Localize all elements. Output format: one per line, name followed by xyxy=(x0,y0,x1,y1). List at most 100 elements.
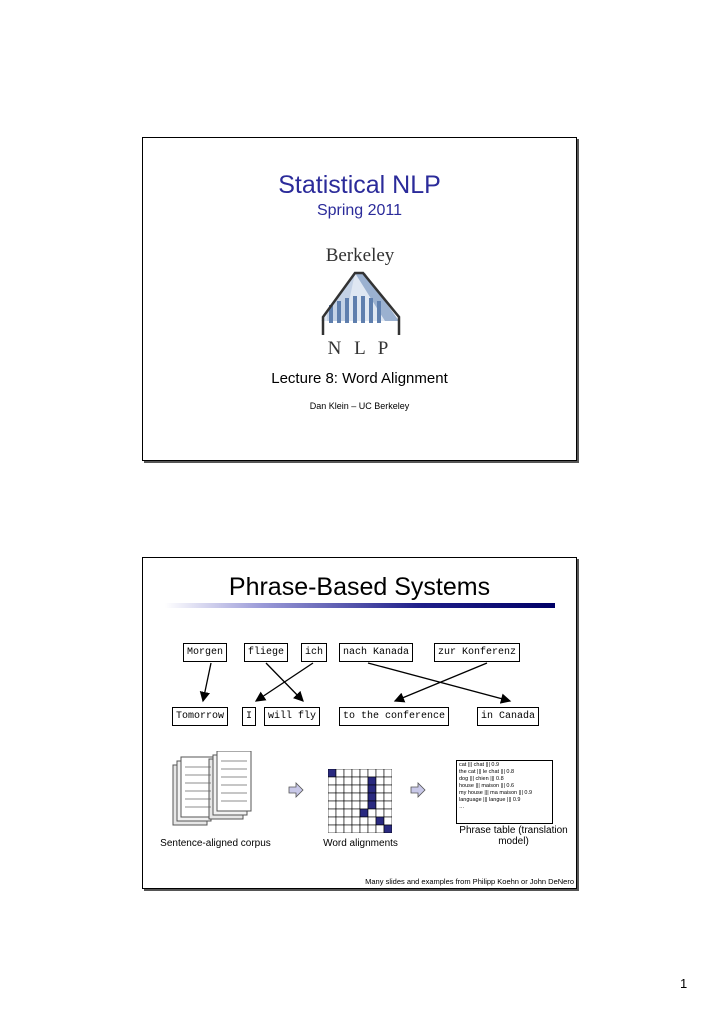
caption-word-alignments: Word alignments xyxy=(323,838,398,849)
alignment-cell xyxy=(367,824,377,833)
alignment-cell xyxy=(328,784,337,794)
source-word-zur-konferenz: zur Konferenz xyxy=(434,643,521,662)
alignment-cell xyxy=(343,776,353,786)
logo-text-top: Berkeley xyxy=(326,245,395,266)
caption-corpus: Sentence-aligned corpus xyxy=(160,838,271,849)
alignment-cell xyxy=(367,792,377,802)
alignment-cell xyxy=(328,808,337,818)
alignment-cell xyxy=(343,800,353,810)
alignment-cell xyxy=(359,769,369,778)
author-line: Dan Klein – UC Berkeley xyxy=(309,401,410,411)
alignment-cell xyxy=(351,800,361,810)
alignment-cell xyxy=(367,769,377,778)
alignment-cell xyxy=(343,808,353,818)
alignment-cell xyxy=(375,769,385,778)
alignment-cell xyxy=(351,792,361,802)
phrase-table-box: cat ||| chat ||| 0.9 the cat ||| le chat… xyxy=(456,760,553,824)
alignment-cell xyxy=(375,808,385,818)
title-slide: Statistical NLP Spring 2011 Berkeley N L… xyxy=(142,137,577,461)
alignment-cell xyxy=(383,776,392,786)
phrase-table-row: cat ||| chat ||| 0.9 xyxy=(459,762,500,768)
credit-line: Many slides and examples from Philipp Ko… xyxy=(365,877,574,886)
alignment-cell xyxy=(335,776,345,786)
page-number: 1 xyxy=(680,976,688,991)
slide-subtitle: Spring 2011 xyxy=(316,202,403,219)
alignment-cell xyxy=(351,769,361,778)
alignment-cell xyxy=(359,816,369,826)
phrase-table-row: dog ||| chien ||| 0.8 xyxy=(459,776,504,782)
target-word-i: I xyxy=(242,707,257,726)
slide-title: Statistical NLP xyxy=(278,171,441,199)
target-word-to-the-conference: to the conference xyxy=(339,707,450,726)
alignment-cell xyxy=(328,769,337,778)
alignment-cell xyxy=(335,784,345,794)
alignment-cell xyxy=(359,808,369,818)
alignment-cell xyxy=(367,784,377,794)
alignment-cell xyxy=(359,824,369,833)
alignment-cell xyxy=(351,808,361,818)
alignment-cell xyxy=(359,784,369,794)
title-underline-bar xyxy=(165,603,555,608)
alignment-cell xyxy=(375,784,385,794)
alignment-cell xyxy=(367,800,377,810)
target-word-tomorrow: Tomorrow xyxy=(172,707,229,726)
arrow-zurkonferenz-conference xyxy=(393,662,488,703)
alignment-cell xyxy=(328,816,337,826)
alignment-arrows xyxy=(199,662,512,704)
phrase-table-row: the cat ||| le chat ||| 0.8 xyxy=(459,769,515,775)
caption-phrase-table: Phrase table (translation model) xyxy=(459,825,568,847)
berkeley-nlp-logo: Berkeley N L P xyxy=(321,245,401,358)
arrow-morgen-tomorrow xyxy=(199,662,212,703)
alignment-cell xyxy=(359,800,369,810)
source-word-ich: ich xyxy=(301,643,328,662)
lecture-title: Lecture 8: Word Alignment xyxy=(271,370,448,387)
alignment-cell xyxy=(351,784,361,794)
alignment-cell xyxy=(383,769,392,778)
alignment-cell xyxy=(359,776,369,786)
target-word-in-canada: in Canada xyxy=(477,707,540,726)
alignment-cell xyxy=(328,824,337,833)
phrase-table-row: my house ||| ma maison ||| 0.9 xyxy=(459,790,533,796)
alignment-cell xyxy=(335,816,345,826)
alignment-cell xyxy=(383,800,392,810)
right-arrow-icon xyxy=(288,782,304,798)
alignment-cell xyxy=(367,808,377,818)
alignment-cell xyxy=(335,769,345,778)
alignment-cell xyxy=(375,824,385,833)
alignment-cell xyxy=(335,824,345,833)
alignment-cell xyxy=(367,816,377,826)
alignment-cell xyxy=(383,808,392,818)
alignment-cell xyxy=(343,769,353,778)
phrase-based-slide: Phrase-Based Systems Morgen fliege ich n… xyxy=(142,557,577,889)
target-word-will-fly: will fly xyxy=(264,707,321,726)
source-word-nach-kanada: nach Kanada xyxy=(339,643,414,662)
alignment-cell xyxy=(351,824,361,833)
slide-title: Phrase-Based Systems xyxy=(228,573,491,601)
phrase-table-row: … xyxy=(459,804,465,810)
alignment-cell xyxy=(383,824,392,833)
alignment-cell xyxy=(328,800,337,810)
alignment-cell xyxy=(328,776,337,786)
alignment-cell xyxy=(359,792,369,802)
alignment-cell xyxy=(383,792,392,802)
alignment-cell xyxy=(383,816,392,826)
alignment-cell xyxy=(343,784,353,794)
source-word-fliege: fliege xyxy=(244,643,289,662)
alignment-cell xyxy=(367,776,377,786)
phrase-table-row: house ||| maison ||| 0.6 xyxy=(459,783,515,789)
alignment-cell xyxy=(335,792,345,802)
alignment-cell xyxy=(383,784,392,794)
logo-text-bottom: N L P xyxy=(328,338,393,358)
alignment-cell xyxy=(335,808,345,818)
alignment-cell xyxy=(375,776,385,786)
right-arrow-icon xyxy=(410,782,426,798)
alignment-cell xyxy=(375,792,385,802)
alignment-cell xyxy=(351,816,361,826)
alignment-grid xyxy=(328,769,392,833)
source-word-morgen: Morgen xyxy=(183,643,228,662)
documents-icon xyxy=(172,751,252,826)
arrow-ich-i xyxy=(254,662,314,702)
alignment-cell xyxy=(375,816,385,826)
alignment-cell xyxy=(328,792,337,802)
alignment-cell xyxy=(343,816,353,826)
